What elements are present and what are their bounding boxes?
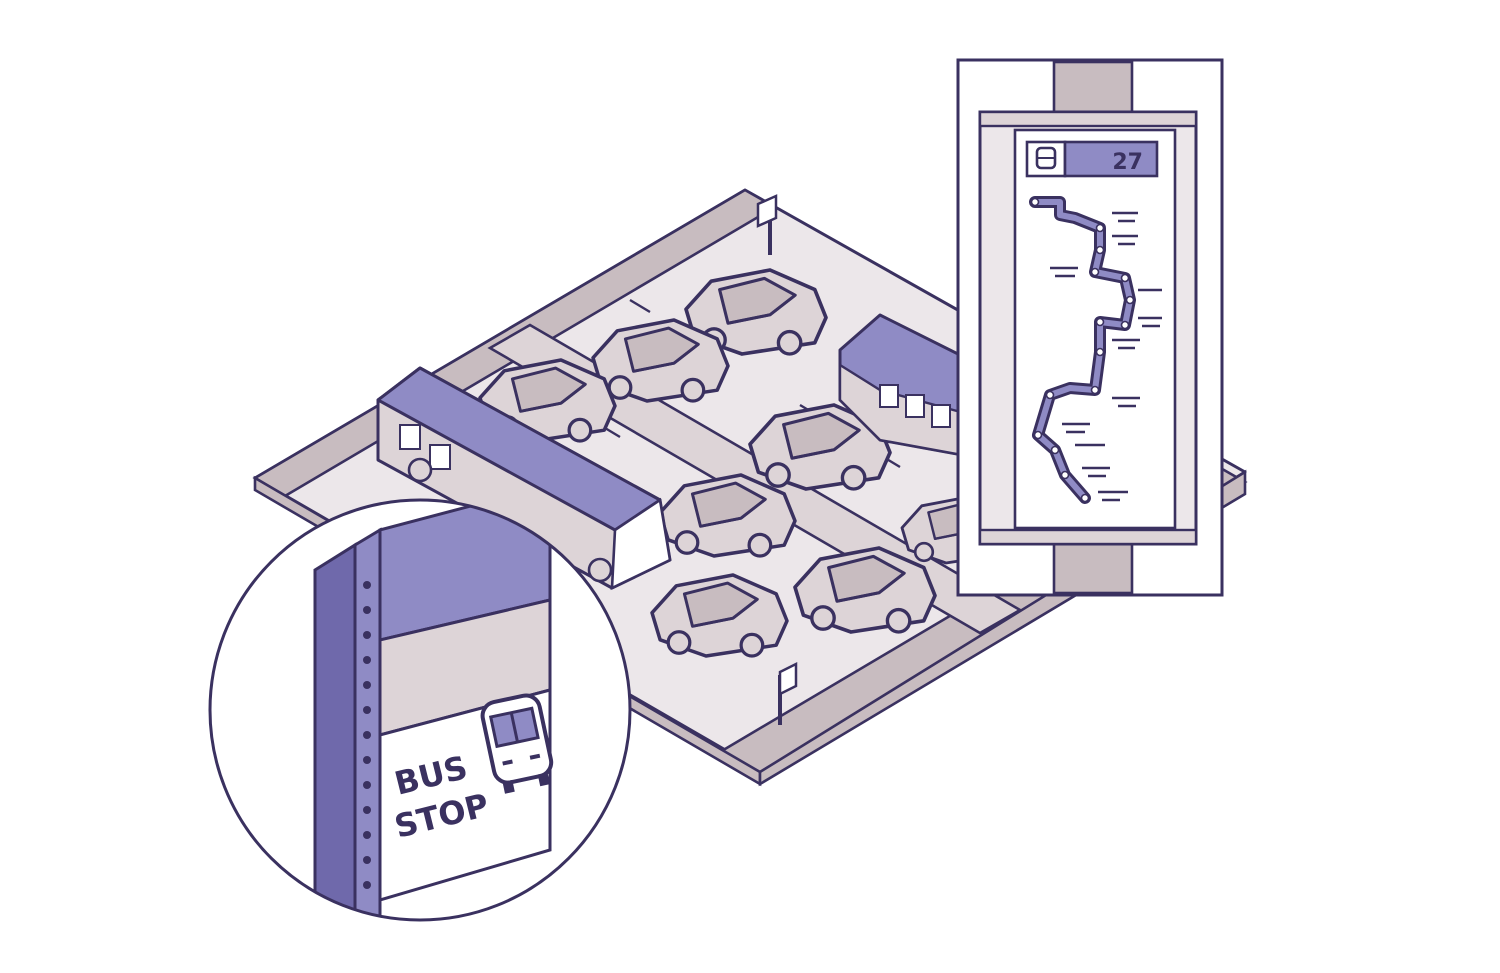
route-map-line <box>1029 196 1136 504</box>
bus-stop-pole-near <box>778 661 798 725</box>
bus-icon <box>480 693 554 794</box>
bus-stop-sign-zoom: BUS STOP <box>208 498 632 922</box>
route-number: 27 <box>1112 150 1143 175</box>
bus-far <box>838 313 992 462</box>
route-header: 27 <box>1025 140 1159 178</box>
route-panel-zoom: 27 <box>956 58 1224 597</box>
route-stop-labels <box>1050 211 1162 502</box>
bus-main <box>376 366 672 591</box>
bus-stop-pole-far <box>756 194 778 255</box>
bus-icon <box>1035 146 1057 170</box>
